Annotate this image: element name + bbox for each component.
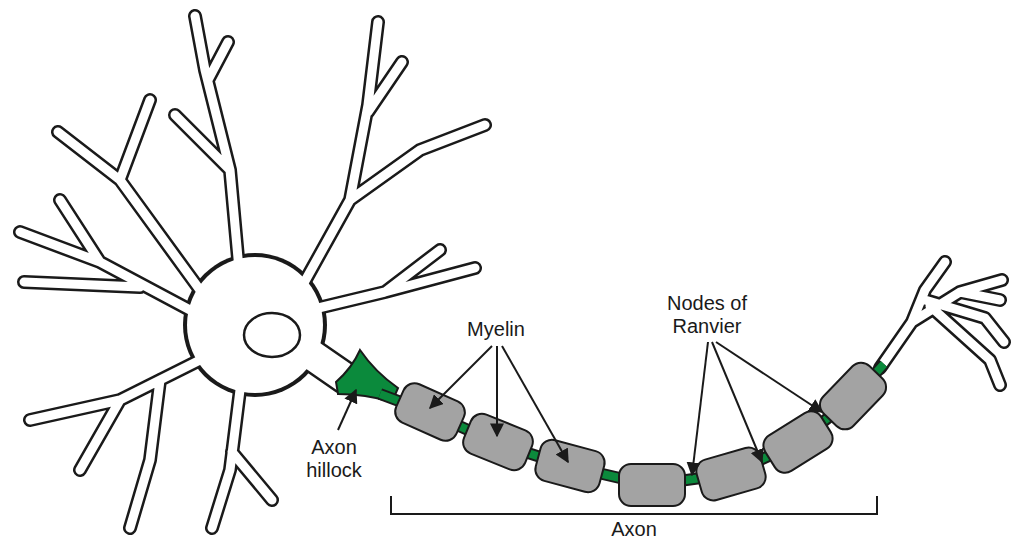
nodes-of-ranvier-label: Nodes of Ranvier (652, 292, 762, 338)
soma (187, 257, 323, 393)
dendrite-outline (20, 16, 1004, 528)
axon-bracket (391, 496, 877, 514)
nucleus (244, 313, 300, 357)
myelin-label: Myelin (441, 318, 551, 341)
axon-label: Axon (594, 518, 674, 541)
leader-arrows (338, 342, 822, 475)
soma-neck (290, 340, 345, 378)
dendrite-fill (20, 16, 1004, 528)
myelin-sheaths (391, 358, 891, 506)
axon-hillock-label: Axon hillock (299, 436, 369, 482)
